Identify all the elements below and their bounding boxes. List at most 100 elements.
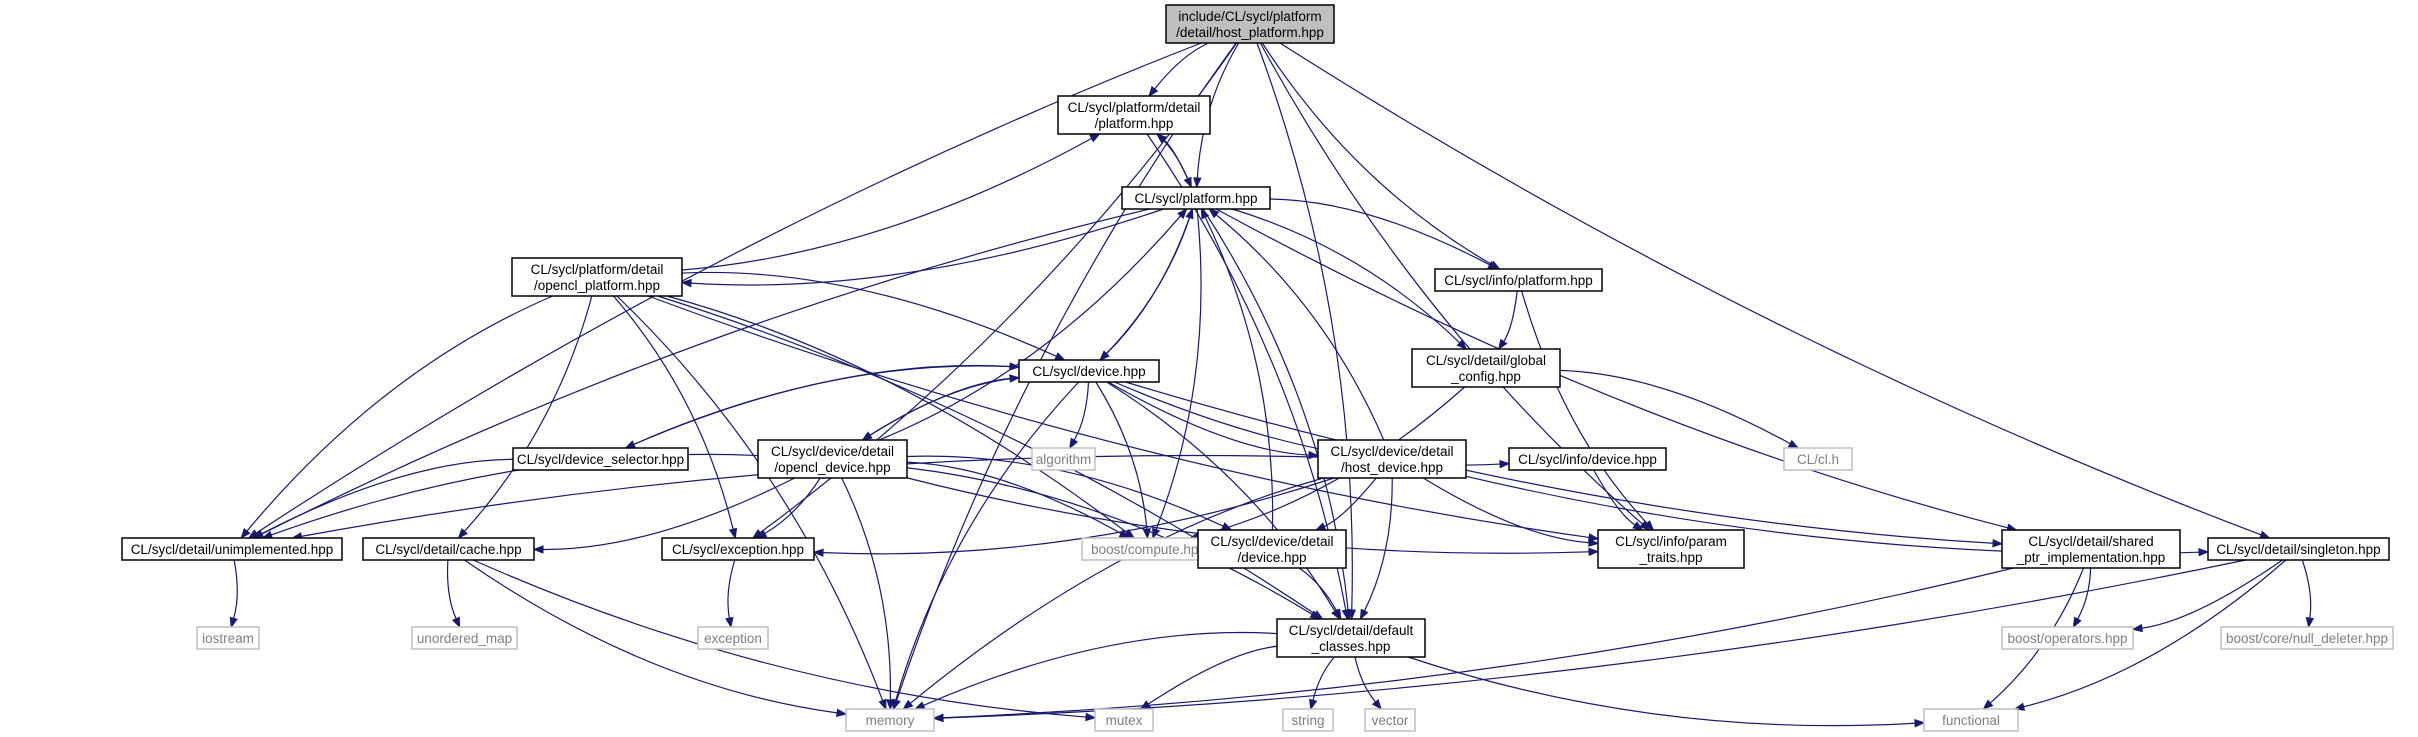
node-box-unimplemented[interactable] (121, 537, 343, 561)
node-box-opencl_platform[interactable] (511, 257, 683, 297)
edge-info_platform-to-global_config (1503, 290, 1518, 342)
arrowhead-default_classes-to-functional (1914, 719, 1926, 728)
arrowhead-opencl_platform-to-unimplemented (240, 527, 251, 540)
node-box-platform_detail[interactable] (1057, 95, 1211, 135)
edge-opencl_device-to-cache (542, 477, 795, 551)
arrowhead-unimplemented-to-iostream (229, 616, 238, 629)
edge-shared_ptr-to-memory (942, 567, 2014, 719)
node-label-algorithm-0: algorithm (1036, 452, 1092, 467)
node-boost_compute: boost/compute.hpp (1081, 537, 1216, 561)
node-shared_ptr[interactable]: CL/sycl/detail/shared_ptr_implementation… (2001, 529, 2181, 569)
node-box-device_selector[interactable] (512, 447, 689, 471)
node-box-platform[interactable] (1121, 186, 1271, 210)
node-platform_detail[interactable]: CL/sycl/platform/detail/platform.hpp (1057, 95, 1211, 135)
node-opencl_device[interactable]: CL/sycl/device/detail/opencl_device.hpp (757, 439, 908, 479)
node-label-param_traits-1: _traits.hpp (1638, 550, 1702, 565)
node-box-opencl_device[interactable] (757, 439, 908, 479)
node-box-info_platform[interactable] (1434, 268, 1603, 292)
node-mutex: mutex (1094, 708, 1154, 732)
node-label-global_config-0: CL/sycl/detail/global (1426, 353, 1546, 368)
node-box-functional (1923, 708, 2019, 732)
node-box-device_detail[interactable] (1197, 529, 1347, 569)
node-device[interactable]: CL/sycl/device.hpp (1018, 359, 1160, 383)
edge-info_platform-to-param_traits (1521, 290, 1648, 524)
node-info_device[interactable]: CL/sycl/info/device.hpp (1508, 447, 1667, 471)
node-label-shared_ptr-0: CL/sycl/detail/shared (2028, 534, 2153, 549)
node-box-shared_ptr[interactable] (2001, 529, 2181, 569)
arrowhead-opencl_platform-to-platform_detail (1089, 133, 1101, 143)
edge-global_config-to-cl_h (1559, 369, 1791, 445)
arrowhead-opencl_device-to-param_traits (1588, 547, 1600, 557)
arrowhead-device-to-algorithm (1069, 437, 1079, 450)
node-device_detail[interactable]: CL/sycl/device/detail/device.hpp (1197, 529, 1347, 569)
node-box-exception[interactable] (661, 537, 815, 561)
edge-opencl_device-to-device (862, 377, 1011, 441)
edge-device_detail-to-default_classes (1298, 567, 1338, 612)
node-default_classes[interactable]: CL/sycl/detail/default_classes.hpp (1276, 618, 1426, 658)
node-label-opencl_device-1: /opencl_device.hpp (774, 460, 890, 475)
node-singleton[interactable]: CL/sycl/detail/singleton.hpp (2207, 537, 2390, 561)
edge-default_classes-to-string (1312, 656, 1335, 701)
node-unimplemented[interactable]: CL/sycl/detail/unimplemented.hpp (121, 537, 343, 561)
edge-host_device-to-exception (822, 477, 1335, 555)
node-platform[interactable]: CL/sycl/platform.hpp (1121, 186, 1271, 210)
arrowhead-device-to-info_device (1499, 459, 1511, 469)
node-host_platform[interactable]: include/CL/sycl/platform/detail/host_pla… (1165, 4, 1335, 44)
arrowhead-opencl_device-to-device (1009, 374, 1021, 383)
node-box-default_classes[interactable] (1276, 618, 1426, 658)
node-host_device[interactable]: CL/sycl/device/detail/host_device.hpp (1317, 439, 1467, 479)
arrowhead-cache-to-memory (836, 708, 848, 717)
node-param_traits[interactable]: CL/sycl/info/param_traits.hpp (1597, 529, 1745, 569)
node-global_config[interactable]: CL/sycl/detail/global_config.hpp (1411, 348, 1561, 388)
node-box-global_config[interactable] (1411, 348, 1561, 388)
node-label-exception_std-0: exception (704, 631, 762, 646)
node-label-shared_ptr-1: _ptr_implementation.hpp (2016, 550, 2166, 565)
nodes-layer: include/CL/sycl/platform/detail/host_pla… (121, 4, 2394, 732)
arrowhead-default_classes-to-memory (913, 701, 926, 710)
arrowhead-opencl_platform-to-exception (728, 527, 738, 540)
arrowhead-host_device-to-memory (902, 699, 914, 710)
node-device_selector[interactable]: CL/sycl/device_selector.hpp (512, 447, 689, 471)
node-boost_operators: boost/operators.hpp (2001, 626, 2134, 650)
node-box-info_device[interactable] (1508, 447, 1667, 471)
node-label-memory-0: memory (866, 713, 915, 728)
edge-opencl_device-to-boost_compute (906, 461, 1122, 535)
arrowhead-platform-to-platform_detail (1155, 133, 1167, 144)
edge-device_selector-to-unimplemented (261, 458, 514, 535)
node-label-default_classes-1: _classes.hpp (1311, 639, 1391, 654)
node-info_platform[interactable]: CL/sycl/info/platform.hpp (1434, 268, 1603, 292)
node-label-global_config-1: _config.hpp (1450, 369, 1521, 384)
edge-host_platform-to-default_classes (1256, 42, 1353, 611)
arrowhead-singleton-to-memory (932, 713, 944, 723)
arrowhead-host_device-to-platform (1208, 208, 1220, 219)
arrowhead-cache-to-unordered_map (451, 616, 461, 629)
node-box-host_device[interactable] (1317, 439, 1467, 479)
node-box-device[interactable] (1018, 359, 1160, 383)
edge-device-to-shared_ptr (1125, 381, 1994, 544)
node-opencl_platform[interactable]: CL/sycl/platform/detail/opencl_platform.… (511, 257, 683, 297)
edge-opencl_platform-to-device (681, 271, 1057, 357)
node-box-cl_h (1783, 447, 1853, 471)
node-label-opencl_platform-0: CL/sycl/platform/detail (531, 262, 664, 277)
arrowhead-opencl_device-to-platform (1177, 207, 1188, 219)
node-label-info_platform-0: CL/sycl/info/platform.hpp (1444, 273, 1593, 288)
node-box-cache[interactable] (362, 537, 535, 561)
edge-singleton-to-boost_operators (2141, 559, 2283, 629)
node-cache[interactable]: CL/sycl/detail/cache.hpp (362, 537, 535, 561)
edge-platform-to-platform_detail (1163, 139, 1192, 188)
node-box-host_platform[interactable] (1165, 4, 1335, 44)
node-label-cl_h-0: CL/cl.h (1797, 452, 1839, 467)
node-label-iostream-0: iostream (202, 631, 254, 646)
edge-cache-to-memory (464, 559, 838, 714)
node-box-boost_operators (2001, 626, 2134, 650)
node-box-param_traits[interactable] (1597, 529, 1745, 569)
arrowhead-shared_ptr-to-functional (1982, 699, 1994, 710)
node-label-vector-0: vector (1372, 713, 1409, 728)
arrowhead-opencl_platform-to-device (1054, 352, 1066, 361)
edge-cache-to-mutex (472, 559, 1087, 718)
node-exception[interactable]: CL/sycl/exception.hpp (661, 537, 815, 561)
edge-shared_ptr-to-boost_operators (2077, 567, 2092, 620)
node-box-singleton[interactable] (2207, 537, 2390, 561)
node-functional: functional (1923, 708, 2019, 732)
edge-host_device-to-param_traits (1422, 477, 1590, 544)
